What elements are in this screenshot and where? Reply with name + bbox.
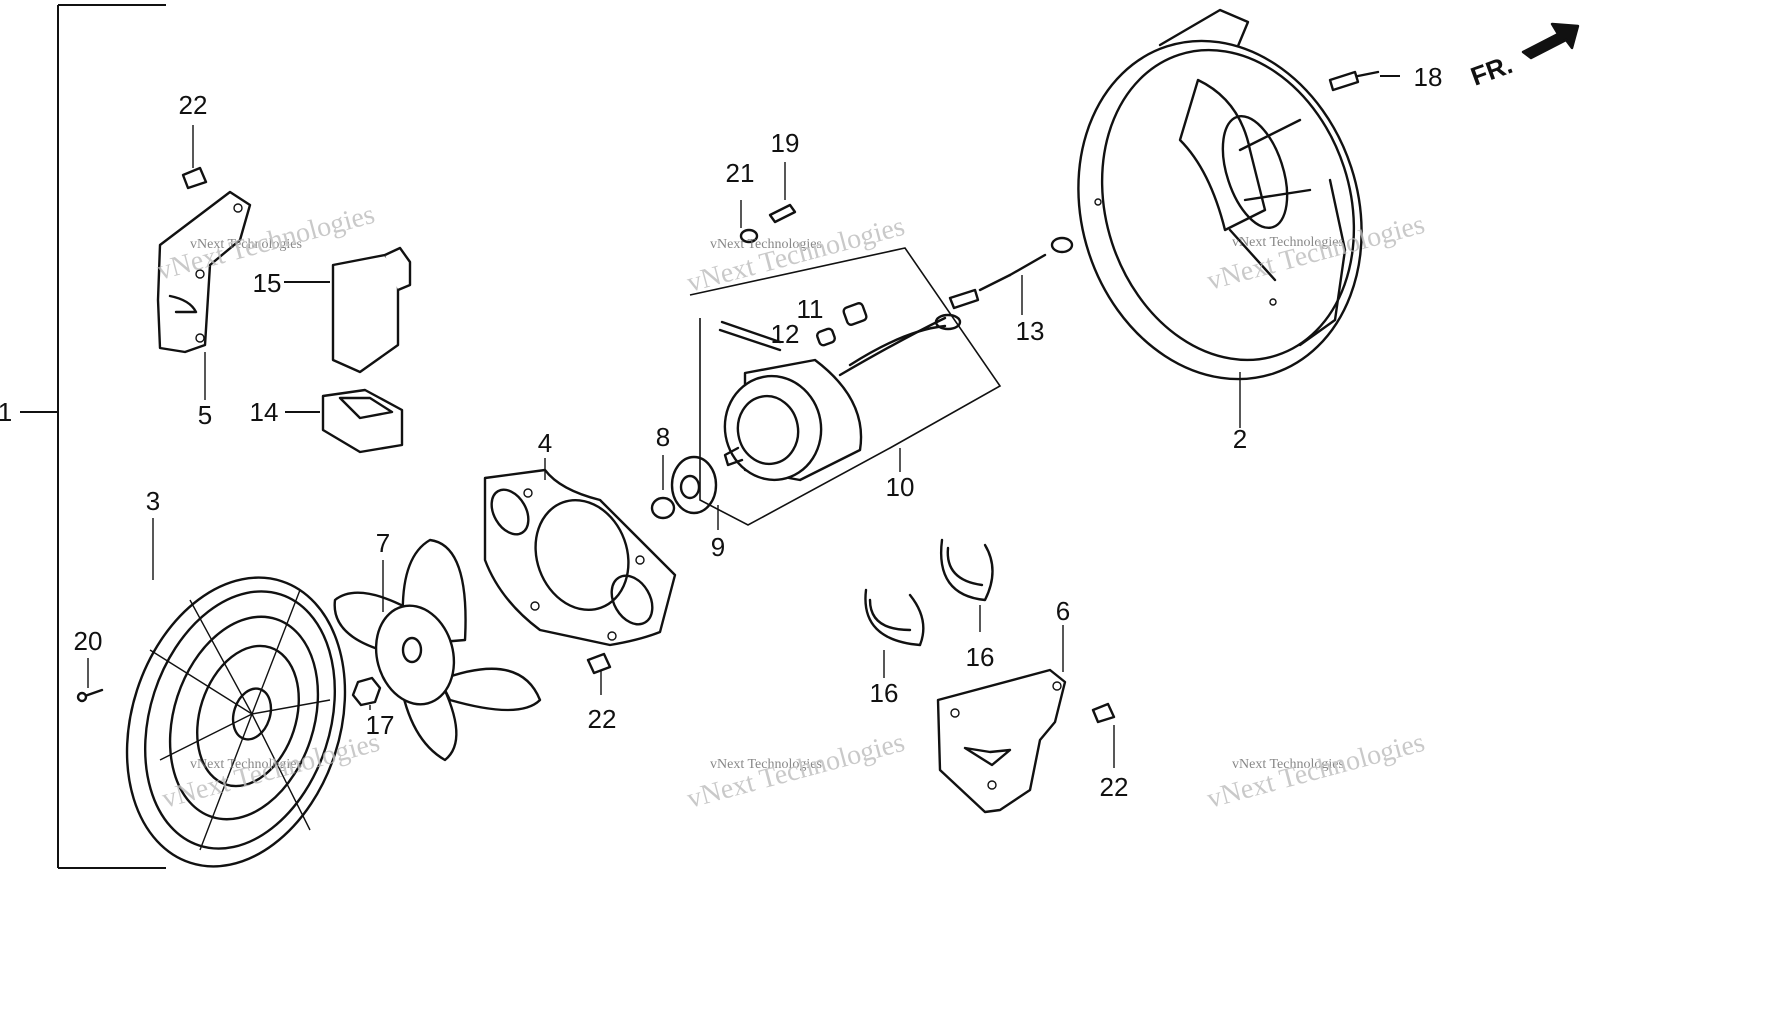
callout-16-right: 16 — [966, 642, 995, 672]
callout-6: 6 — [1056, 596, 1070, 626]
callout-9: 9 — [711, 532, 725, 562]
part-collar — [650, 455, 676, 520]
watermark-bottom-right: vNext Technologies vNext Technologies — [1204, 727, 1428, 815]
watermark-text: vNext Technologies — [710, 757, 822, 772]
part-bolt-22c — [1091, 702, 1116, 768]
callout-10: 10 — [886, 472, 915, 502]
front-direction-arrow: FR. — [1467, 22, 1580, 92]
callout-labels: 1 2 3 4 5 6 7 8 9 10 11 12 13 14 15 16 1… — [0, 62, 1442, 802]
part-fan-blade — [333, 538, 542, 762]
callout-15: 15 — [253, 268, 282, 298]
part-mounting-plate — [483, 458, 677, 647]
callout-22-top: 22 — [179, 90, 208, 120]
part-fan-shroud — [1077, 8, 1363, 428]
part-bolt-19 — [768, 162, 797, 224]
callout-22-right: 22 — [1100, 772, 1129, 802]
watermark-text: vNext Technologies — [710, 237, 822, 252]
part-connector-small — [285, 388, 404, 454]
callout-2: 2 — [1233, 424, 1247, 454]
watermark-text: vNext Technologies — [190, 757, 302, 772]
assembly-bracket-line — [20, 4, 166, 869]
callout-13: 13 — [1016, 316, 1045, 346]
callout-21: 21 — [726, 158, 755, 188]
callout-7: 7 — [376, 528, 390, 558]
watermark-text: vNext Technologies — [190, 237, 302, 252]
callout-17: 17 — [366, 710, 395, 740]
part-lower-bracket — [936, 625, 1067, 814]
callout-12: 12 — [771, 319, 800, 349]
part-relay — [284, 246, 412, 374]
callout-3: 3 — [146, 486, 160, 516]
part-bolt-22b — [586, 652, 612, 695]
callout-11: 11 — [797, 294, 824, 324]
callout-14: 14 — [250, 397, 279, 427]
callout-19: 19 — [771, 128, 800, 158]
front-direction-label: FR. — [1467, 49, 1517, 92]
callout-22-middle: 22 — [588, 704, 617, 734]
part-screw-20 — [76, 658, 104, 703]
watermark-text: vNext Technologies — [1232, 757, 1344, 772]
part-wiring — [718, 236, 1074, 352]
part-bolt-18 — [1328, 70, 1400, 92]
part-nut-17 — [351, 676, 382, 710]
callout-1: 1 — [0, 397, 12, 427]
watermark-text: vNext Technologies — [1232, 235, 1344, 250]
part-washer-21 — [739, 200, 759, 244]
watermark-bottom-center: vNext Technologies vNext Technologies — [684, 727, 908, 815]
callout-5: 5 — [198, 400, 212, 430]
part-fan-guard — [125, 518, 347, 868]
part-hose-clamp-a — [864, 588, 925, 678]
part-bolt-22a — [181, 125, 208, 190]
part-fan-motor — [689, 247, 1002, 526]
callout-18: 18 — [1414, 62, 1443, 92]
callout-4: 4 — [538, 428, 552, 458]
callout-16-left: 16 — [870, 678, 899, 708]
callout-20: 20 — [74, 626, 103, 656]
callout-8: 8 — [656, 422, 670, 452]
part-hose-clamp-b — [939, 538, 994, 632]
part-hub-nut — [670, 455, 719, 530]
part-upper-bracket — [156, 190, 252, 400]
